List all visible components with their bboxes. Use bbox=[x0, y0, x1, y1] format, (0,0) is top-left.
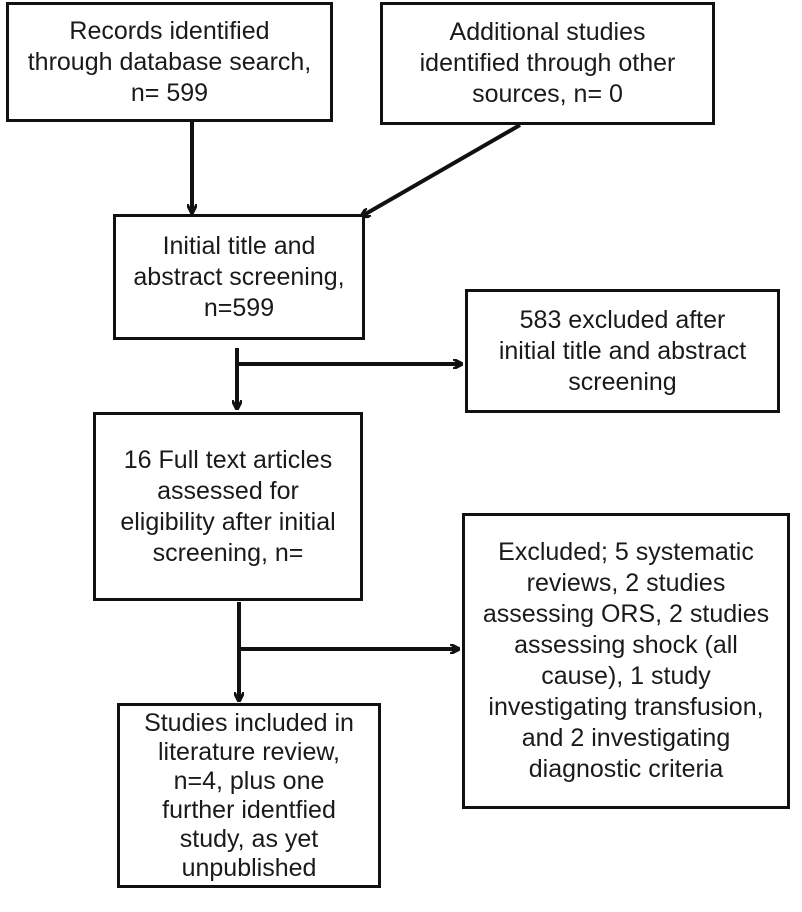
records-identified-box: Records identified through database sear… bbox=[6, 2, 333, 122]
full-text-assessed-text: 16 Full text articles assessed for eligi… bbox=[120, 445, 336, 567]
additional-studies-text: Additional studies identified through ot… bbox=[419, 18, 676, 108]
records-identified-text: Records identified through database sear… bbox=[27, 16, 312, 107]
studies-included-box: Studies included in literature review, n… bbox=[117, 703, 381, 888]
initial-screening-text: Initial title and abstract screening, n=… bbox=[133, 231, 345, 322]
excluded-initial-box: 583 excluded after initial title and abs… bbox=[465, 289, 780, 413]
arrow-additional-to-screening bbox=[362, 123, 521, 216]
initial-screening-box: Initial title and abstract screening, n=… bbox=[113, 214, 365, 340]
excluded-initial-text: 583 excluded after initial title and abs… bbox=[498, 305, 747, 396]
excluded-full-text-text: Excluded; 5 systematic reviews, 2 studie… bbox=[482, 538, 770, 783]
full-text-assessed-box: 16 Full text articles assessed for eligi… bbox=[93, 412, 363, 601]
additional-studies-box: Additional studies identified through ot… bbox=[380, 2, 715, 125]
studies-included-text: Studies included in literature review, n… bbox=[144, 708, 354, 882]
excluded-full-text-box: Excluded; 5 systematic reviews, 2 studie… bbox=[462, 513, 790, 809]
